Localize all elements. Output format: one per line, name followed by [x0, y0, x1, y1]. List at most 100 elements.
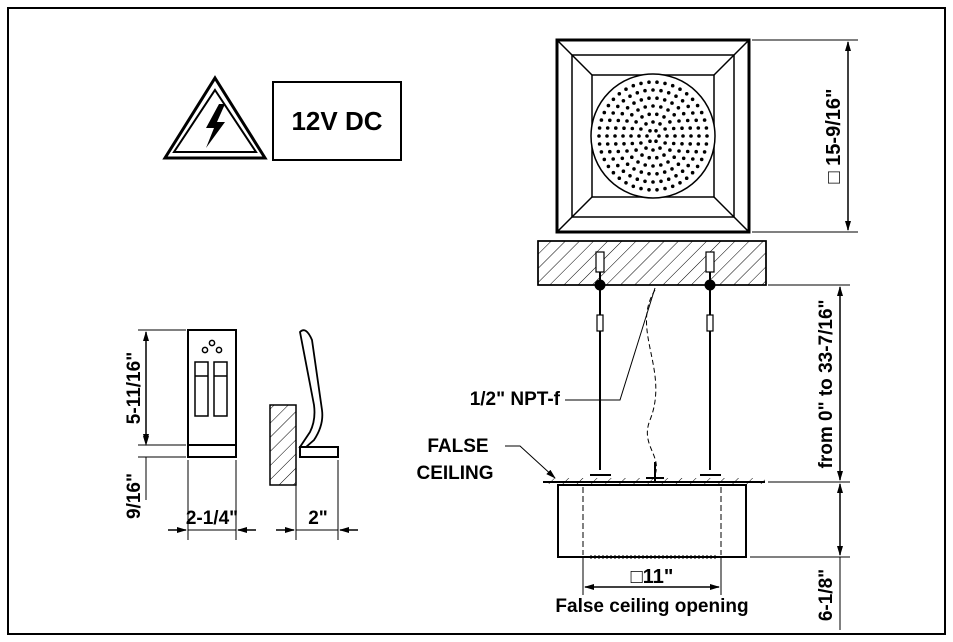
nozzle-dot — [694, 149, 698, 154]
nozzle-dot — [662, 98, 667, 102]
nozzle-dot — [643, 179, 647, 184]
ceiling-slab — [537, 240, 767, 286]
nozzle-dot — [670, 83, 675, 88]
nozzle-dot — [630, 141, 635, 146]
nozzle-dot — [639, 186, 643, 191]
nozzle-dot — [690, 170, 695, 175]
shower-head-top-view — [555, 38, 751, 234]
nozzle-dot — [625, 106, 630, 110]
nozzle-dot — [617, 92, 622, 96]
panel-base-label: 9/16" — [124, 473, 145, 519]
nozzle-dot — [674, 174, 678, 178]
nozzle-dot — [648, 129, 652, 133]
nozzle-dot — [597, 126, 602, 130]
nozzle-dot — [599, 118, 604, 122]
nozzle-dot — [616, 118, 621, 123]
nozzle-dot — [616, 104, 620, 109]
nozzle-dot — [637, 134, 641, 138]
nozzle-dot — [643, 105, 647, 109]
nozzle-dot — [620, 156, 625, 161]
nozzle-dot — [651, 120, 655, 124]
nozzle-dot — [608, 149, 612, 154]
high-voltage-icon — [162, 75, 268, 160]
nozzle-dot — [611, 157, 615, 161]
nozzle-dot — [639, 127, 643, 131]
nozzle-dot — [651, 164, 655, 168]
nozzle-dot — [605, 134, 609, 138]
nozzle-dot — [697, 134, 701, 138]
nozzle-dot — [677, 149, 681, 153]
nozzle-dot — [657, 134, 661, 138]
nozzle-dot — [655, 96, 659, 100]
nozzle-dot — [674, 94, 678, 98]
nozzle-dot — [702, 150, 707, 154]
nozzle-dot — [651, 148, 655, 152]
nozzle-dot — [625, 119, 629, 123]
nozzle-dot — [663, 141, 667, 145]
nozzle-dot — [640, 115, 644, 119]
nozzle-dot — [668, 148, 672, 152]
nozzle-dot — [680, 169, 685, 173]
nozzle-dot — [621, 134, 625, 138]
nozzle-dot — [655, 172, 659, 176]
nozzle-dot — [634, 148, 638, 152]
nozzle-dot — [691, 157, 695, 161]
suspension-range-label: from 0" to 33-7/16" — [816, 299, 837, 468]
nozzle-dot — [632, 167, 636, 171]
page-border — [7, 7, 946, 635]
nozzle-dot — [636, 160, 640, 164]
nozzle-dot — [684, 92, 689, 96]
nozzle-dot — [617, 176, 622, 180]
box-height-label: 6-1/8" — [816, 569, 837, 621]
nozzle-dot — [654, 139, 658, 143]
nozzle-dot — [704, 126, 709, 130]
nozzle-dot — [685, 149, 690, 154]
nozzle-dot — [691, 111, 695, 115]
nozzle-dot — [640, 153, 644, 157]
nozzle-dot — [647, 188, 651, 192]
nozzle-dot — [611, 111, 615, 115]
nozzle-dot — [671, 141, 676, 146]
nozzle-dot — [613, 134, 617, 138]
nozzle-dot — [621, 169, 626, 173]
nozzle-dot — [678, 181, 682, 185]
nozzle-dot — [634, 120, 638, 124]
nozzle-dot — [644, 122, 648, 126]
nozzle-dot — [647, 112, 651, 117]
nozzle-dot — [647, 155, 651, 160]
panel-width-label: 2-1/4" — [186, 508, 238, 529]
nozzle-dot — [606, 164, 611, 169]
nozzle-dot — [702, 118, 707, 122]
nozzle-dot — [678, 87, 682, 91]
nozzle-dot — [695, 103, 700, 108]
nozzle-dot — [625, 162, 630, 166]
nozzle-dot — [639, 141, 643, 145]
nozzle-dot — [655, 80, 659, 84]
nozzle-dot — [599, 150, 604, 154]
nozzle-dot — [677, 119, 681, 123]
nozzle-dot — [695, 164, 700, 169]
false-ceiling-label-1: FALSE — [427, 436, 488, 457]
nozzle-dot — [659, 163, 663, 167]
control-panel-side — [269, 329, 339, 486]
nozzle-dot — [605, 142, 610, 146]
nozzle-dot — [668, 120, 672, 124]
nozzle-dot — [655, 155, 659, 160]
nozzle-dot — [614, 142, 618, 146]
nozzle-pattern — [597, 80, 709, 192]
nozzle-dot — [630, 126, 635, 131]
nozzle-dot — [659, 179, 663, 184]
nozzle-dot — [616, 149, 621, 154]
nozzle-dot — [699, 110, 704, 115]
nozzle-dot — [631, 184, 636, 189]
nozzle-dot — [658, 122, 662, 126]
nozzle-dot — [643, 88, 647, 93]
nozzle-dot — [665, 134, 669, 138]
nozzle-dot — [666, 160, 670, 164]
nozzle-dot — [648, 139, 652, 143]
false-ceiling-label-2: CEILING — [416, 463, 493, 484]
nozzle-dot — [643, 163, 647, 167]
shower-box — [557, 484, 747, 558]
nozzle-dot — [670, 184, 675, 189]
